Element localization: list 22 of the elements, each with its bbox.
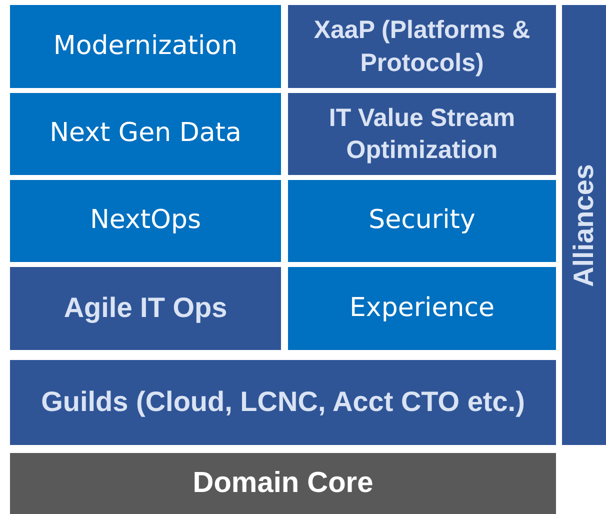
block-label: Alliances (568, 164, 600, 286)
block (10, 267, 281, 350)
block (288, 267, 556, 350)
block-label: Modernization (53, 30, 238, 63)
block (288, 180, 556, 262)
block (288, 93, 556, 175)
block-label: Guilds (Cloud, LCNC, Acct CTO etc.) (41, 385, 525, 420)
block (10, 93, 281, 175)
block-label: Domain Core (192, 466, 374, 501)
block-label: Agile IT Ops (64, 291, 228, 326)
block (562, 5, 606, 445)
block (10, 360, 556, 445)
block (10, 180, 281, 262)
block-label: Security (368, 204, 476, 238)
block-label: Experience (350, 292, 494, 325)
block-label: NextOps (90, 204, 202, 238)
block-label: XaaP (Platforms & Protocols) (312, 15, 532, 78)
block (10, 453, 556, 514)
block (288, 5, 556, 88)
block-label: IT Value Stream Optimization (328, 102, 516, 166)
block (10, 5, 281, 88)
block-label: Next Gen Data (50, 117, 242, 150)
